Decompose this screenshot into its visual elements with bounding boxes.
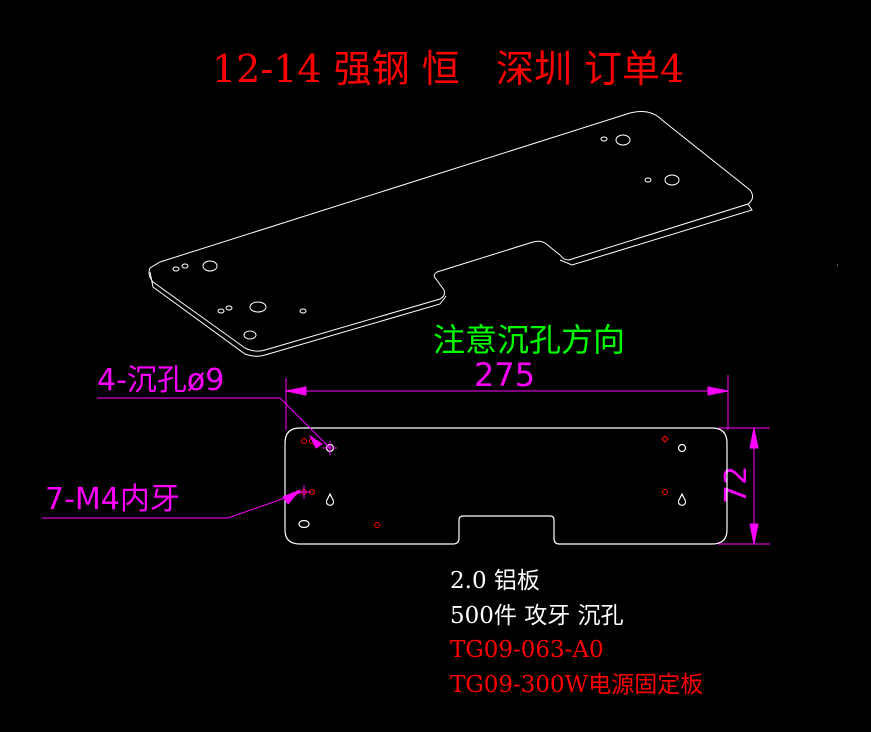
height-dimension (718, 427, 770, 545)
counterbore-direction-note: 注意沉孔方向 (433, 321, 625, 359)
width-dimension (285, 375, 729, 430)
drawing-title: 12-14 强钢 恒 深圳 订单4 (212, 47, 684, 91)
spec-material: 2.0 铝板 (450, 568, 540, 594)
spec-process: 500件 攻牙 沉孔 (450, 603, 624, 629)
isometric-plate-view (148, 111, 754, 357)
spec-part-number: TG09-063-A0 (450, 637, 604, 663)
tapped-holes (301, 435, 669, 528)
counterbore-callout: 4-沉孔ø9 (97, 363, 224, 398)
callout-leaders (42, 397, 337, 519)
tapped-hole-callout: 7-M4内牙 (45, 482, 180, 517)
height-dimension-value: 72 (719, 466, 754, 504)
flat-plate-view (284, 427, 728, 545)
width-dimension-value: 275 (474, 356, 535, 394)
spec-part-name: TG09-300W电源固定板 (450, 672, 703, 698)
stray-point: · (836, 261, 839, 270)
